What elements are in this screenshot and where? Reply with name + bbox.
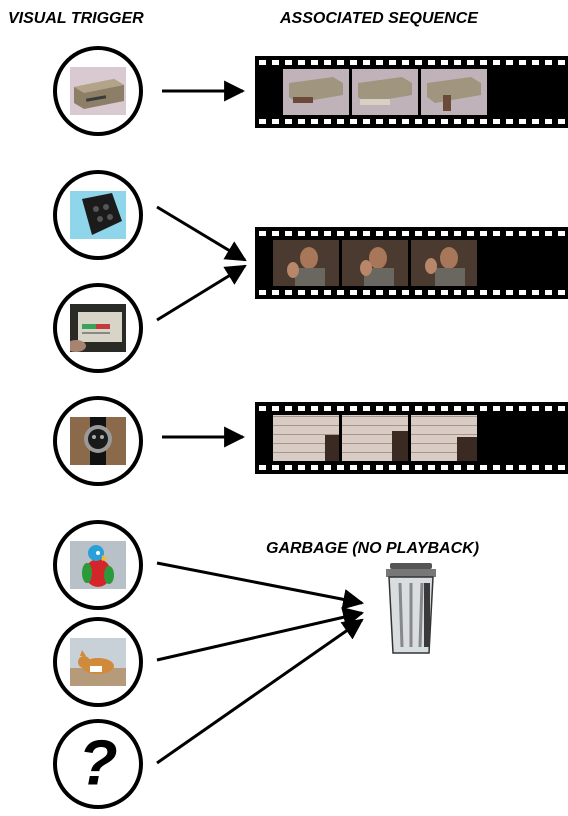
trash-can-icon: [384, 563, 438, 655]
garbage-header: GARBAGE (NO PLAYBACK): [266, 540, 480, 557]
film-perforations: [259, 60, 568, 65]
arrow-control-panel: [156, 264, 247, 322]
associated-sequence-header: ASSOCIATED SEQUENCE: [280, 10, 478, 27]
film-frame: [411, 240, 477, 286]
trigger-cat: [53, 617, 143, 707]
film-frame: [342, 415, 408, 461]
film-frame: [273, 415, 339, 461]
arrow-parrot: [156, 561, 365, 610]
cat-thumbnail: [70, 638, 126, 686]
trigger-unknown: ?: [53, 719, 143, 809]
film-perforations: [259, 119, 568, 124]
dark-object-thumbnail: [70, 191, 126, 239]
film-perforations: [259, 406, 568, 411]
vcr-thumbnail: [70, 67, 126, 115]
visual-trigger-header: VISUAL TRIGGER: [8, 10, 144, 27]
film-frame: [352, 69, 418, 115]
arrow-cat: [156, 606, 365, 662]
question-mark-icon: ?: [78, 726, 118, 799]
filmstrip-calendar-pointing: [255, 402, 568, 474]
trigger-vcr-device: [53, 46, 143, 136]
filmstrip-person-gesturing: [255, 227, 568, 299]
trigger-control-panel: [53, 283, 143, 373]
parrot-thumbnail: [70, 541, 126, 589]
trigger-wristwatch: [53, 396, 143, 486]
control-panel-thumbnail: [70, 304, 126, 352]
film-frame: [273, 240, 339, 286]
film-perforations: [259, 465, 568, 470]
wristwatch-thumbnail: [70, 417, 126, 465]
trigger-parrot-toy: [53, 520, 143, 610]
film-frame: [411, 415, 477, 461]
film-perforations: [259, 290, 568, 295]
film-frame: [421, 69, 487, 115]
film-perforations: [259, 231, 568, 236]
film-frame: [283, 69, 349, 115]
filmstrip-vcr-operation: [255, 56, 568, 128]
film-frame: [342, 240, 408, 286]
arrow-dark-object: [156, 205, 247, 262]
trigger-dark-object: [53, 170, 143, 260]
arrow-unknown: [156, 618, 364, 765]
